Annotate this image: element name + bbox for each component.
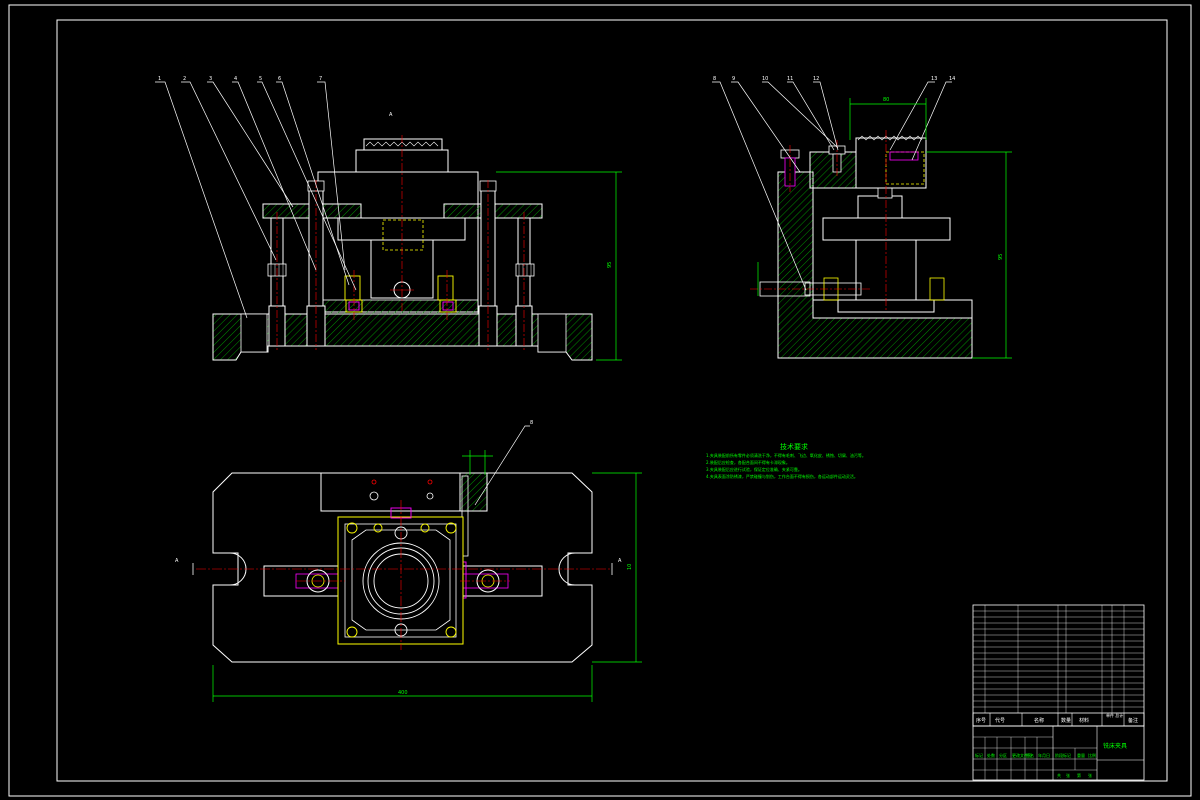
tech-note-4: 4.夹具表面涂防锈漆，严禁碰撞与划伤，工作台面不得有损伤，各运动部件运动灵活。 — [706, 473, 858, 479]
side-leader-8: 8 — [713, 76, 716, 82]
section-a-right: A — [618, 558, 622, 564]
front-leader-1: 1 — [158, 76, 161, 82]
label-num: 第 — [1077, 772, 1081, 778]
label-zone: 分区 — [999, 752, 1007, 758]
tech-note-3: 3.夹具装配后应进行试验，保证定位准确、夹紧可靠。 — [706, 466, 802, 472]
front-dim-height: 95 — [607, 262, 613, 268]
tech-note-1: 1.夹具装配前所有零件必须清洗干净，不得有毛刺、飞边、氧化皮、锈蚀、切屑、油污等… — [706, 452, 866, 458]
front-leader-2: 2 — [183, 76, 186, 82]
tech-notes-title: 技术要求 — [780, 442, 808, 451]
front-leader-7: 7 — [319, 76, 322, 82]
front-leader-4: 4 — [234, 76, 237, 82]
plan-dim-height: 10 — [627, 564, 633, 570]
side-leader-11: 11 — [787, 76, 793, 82]
label-weight: 重量 — [1077, 752, 1085, 758]
side-leader-10: 10 — [762, 76, 768, 82]
side-dim-height: 95 — [998, 254, 1004, 260]
title-block: 序号 代号 名称 数量 材料 单件 总计 备注 — [972, 604, 1145, 781]
label-sheet-b: 张 — [1088, 772, 1092, 778]
front-view: 1 2 3 4 5 6 7 A 95 — [155, 76, 622, 361]
header-material: 材料 — [1079, 717, 1089, 724]
sheet-inner-border — [56, 19, 1168, 782]
drawing-name: 铣床夹具 — [1103, 742, 1127, 750]
header-qty: 数量 — [1061, 717, 1071, 724]
plan-leader-label: 8 — [530, 420, 533, 426]
section-a-left: A — [175, 558, 179, 564]
tech-note-2: 2.装配后应检查，各配合面间不得有卡滞现象。 — [706, 459, 790, 465]
header-no: 序号 — [976, 717, 986, 724]
plan-central-housing — [337, 516, 464, 645]
label-count: 处数 — [987, 752, 995, 758]
label-scale: 比例 — [1088, 752, 1096, 758]
label-sign: 签名 — [1026, 752, 1034, 758]
label-total: 共 — [1057, 772, 1061, 778]
label-change-doc: 更改文件号 — [1012, 752, 1032, 758]
technical-requirements: 技术要求 1.夹具装配前所有零件必须清洗干净，不得有毛刺、飞边、氧化皮、锈蚀、切… — [706, 442, 866, 479]
side-leader-12: 12 — [813, 76, 819, 82]
plan-view: A A 8 400 10 — [175, 420, 642, 702]
sheet-outer-border — [8, 4, 1192, 797]
side-leader-13: 13 — [931, 76, 937, 82]
front-leader-3: 3 — [209, 76, 212, 82]
front-leader-6: 6 — [278, 76, 281, 82]
header-note: 备注 — [1128, 717, 1138, 724]
side-dim-width: 80 — [883, 97, 889, 103]
side-leader-14: 14 — [949, 76, 955, 82]
front-leader-5: 5 — [259, 76, 262, 82]
side-view: 8 9 10 11 12 13 14 80 95 — [712, 76, 1012, 359]
label-stage: 阶段标记 — [1055, 752, 1071, 758]
label-mark: 标记 — [975, 752, 983, 758]
label-date: 年月日 — [1038, 752, 1050, 758]
label-sheet-a: 张 — [1066, 772, 1070, 778]
header-code: 代号 — [995, 717, 1005, 724]
front-top-label: A — [389, 112, 393, 118]
header-name: 名称 — [1034, 717, 1044, 724]
header-weight: 单件 总计 — [1106, 712, 1123, 718]
side-leader-9: 9 — [732, 76, 735, 82]
plan-dim-width: 400 — [398, 690, 408, 696]
